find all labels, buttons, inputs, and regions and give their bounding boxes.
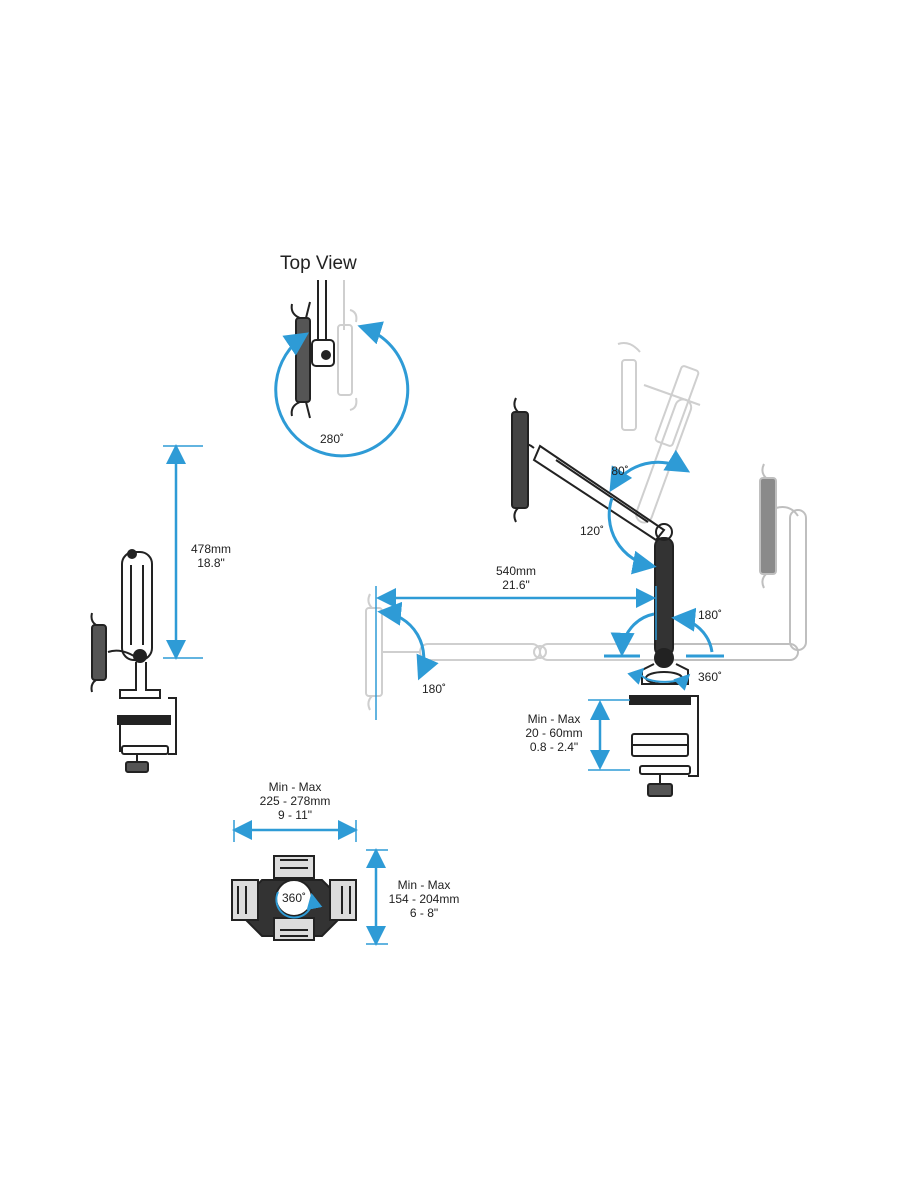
height-inch: 18.8" xyxy=(197,556,225,570)
holder-width-inch: 9 - 11" xyxy=(277,808,313,822)
swivel-left-angle-label: 180˚ xyxy=(421,682,447,696)
holder-width-heading: Min - Max xyxy=(268,780,322,794)
reach-inch: 21.6" xyxy=(502,578,530,592)
reach-mm: 540mm xyxy=(495,564,536,578)
top-view-title: Top View xyxy=(280,253,357,274)
holder-height-label: Min - Max 154 - 204mm 6 - 8" xyxy=(378,878,470,920)
holder-rotation-arrow xyxy=(275,891,323,919)
holder-width-label: Min - Max 225 - 278mm 9 - 11" xyxy=(250,780,340,822)
side-view-illustration xyxy=(90,549,177,773)
clamp-dimension-label: Min - Max 20 - 60mm 0.8 - 2.4" xyxy=(516,712,592,754)
clamp-heading: Min - Max xyxy=(527,712,581,726)
holder-height-mm: 154 - 204mm xyxy=(388,892,460,906)
tilt-down-angle-label: 120˚ xyxy=(579,524,605,538)
tilt-up-angle-label: 80˚ xyxy=(611,464,629,478)
base-rotation-angle-label: 360˚ xyxy=(697,670,723,684)
reach-dimension-label: 540mm 21.6" xyxy=(486,564,546,592)
height-mm: 478mm xyxy=(190,542,231,556)
holder-rotation-label: 360˚ xyxy=(281,891,307,905)
top-view-illustration xyxy=(274,280,410,458)
main-arm-illustration xyxy=(365,342,807,797)
holder-width-mm: 225 - 278mm xyxy=(259,794,331,808)
height-dimension-label: 478mm 18.8" xyxy=(180,542,242,570)
top-view-angle-label: 280˚ xyxy=(319,432,345,446)
clamp-mm: 20 - 60mm xyxy=(525,726,583,740)
holder-height-heading: Min - Max xyxy=(397,878,451,892)
holder-height-inch: 6 - 8" xyxy=(409,906,439,920)
clamp-inch: 0.8 - 2.4" xyxy=(529,740,579,754)
swivel-right-angle-label: 180˚ xyxy=(697,608,723,622)
main-arm-arrows xyxy=(377,449,724,691)
